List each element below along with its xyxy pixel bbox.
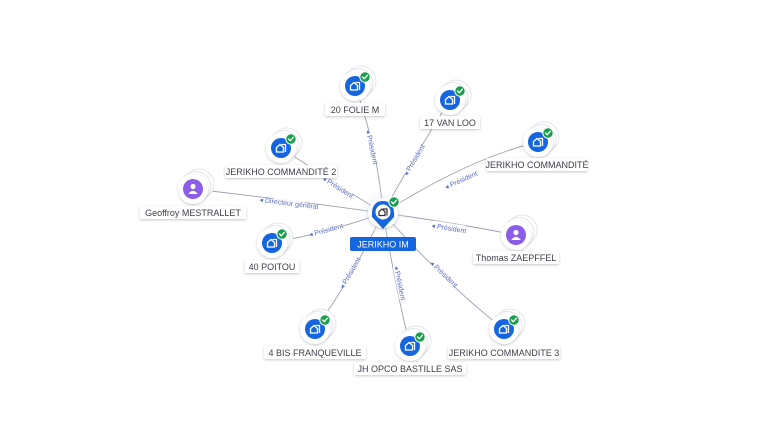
node-label: JERIKHO COMMANDITE 3: [449, 348, 560, 358]
edge-relation-label: ◂ Président: [403, 144, 427, 178]
edge-label-poitou: ◂ Président: [308, 220, 344, 239]
company-icon: [309, 324, 321, 334]
verified-check-icon: [542, 127, 554, 139]
edge-label-vanloo: ◂ Président: [401, 144, 427, 178]
node-label-box: [473, 251, 559, 264]
company-icon: [349, 81, 361, 91]
node-jcomm[interactable]: JERIKHO COMMANDITÉ: [485, 121, 589, 171]
node-label: 17 VAN LOO: [424, 118, 476, 128]
node-geoffroy[interactable]: Geoffroy MESTRALLET: [139, 168, 247, 219]
node-vanloo[interactable]: 17 VAN LOO: [420, 79, 480, 129]
center-node[interactable]: JERIKHO IM: [350, 189, 416, 251]
verified-check-icon: [319, 314, 331, 326]
company-icon: [498, 324, 510, 334]
center-label-box: [350, 237, 416, 251]
verified-check-icon: [508, 314, 520, 326]
verified-check-icon: [276, 228, 288, 240]
node-label-box: [244, 260, 300, 273]
node-label-box: [486, 158, 588, 171]
node-thomas[interactable]: Thomas ZAEPFFEL: [473, 214, 559, 264]
company-icon: [404, 341, 416, 351]
node-franqueville[interactable]: 4 BIS FRANQUEVILLE: [264, 308, 366, 359]
node-jcomm2[interactable]: JERIKHO COMMANDITÉ 2: [225, 127, 337, 178]
node-label: 20 FOLIE M: [331, 105, 380, 115]
node-label-box: [325, 103, 385, 116]
verified-check-icon: [359, 71, 371, 83]
company-icon: [266, 238, 278, 248]
node-label: Thomas ZAEPFFEL: [476, 253, 557, 263]
edge-relation-label: ◂ Président: [428, 260, 458, 289]
edge-label-folie: ◂ Président: [364, 129, 381, 165]
node-label: Geoffroy MESTRALLET: [145, 208, 241, 218]
company-icon: [532, 137, 544, 147]
node-label-box: [139, 206, 247, 219]
node-label: JERIKHO COMMANDITÉ: [485, 160, 588, 170]
verified-check-icon: [414, 331, 426, 343]
node-label: JERIKHO COMMANDITÉ 2: [226, 167, 337, 177]
edge-label-jcomm: ◂ Président: [444, 168, 479, 191]
node-bastille[interactable]: JH OPCO BASTILLE SAS: [354, 325, 466, 375]
edge-label-franqueville: ◂ Président: [337, 257, 363, 290]
node-label: 40 POITOU: [249, 262, 296, 272]
person-icon: [188, 183, 198, 194]
center-label: JERIKHO IM: [357, 240, 409, 250]
node-label-box: [264, 346, 366, 359]
verified-check-icon: [388, 196, 400, 208]
node-label: JH OPCO BASTILLE SAS: [357, 364, 462, 374]
node-label-box: [354, 362, 466, 375]
verified-check-icon: [285, 133, 297, 145]
company-icon: [378, 208, 388, 217]
edge-label-geoffroy: ◂ Directeur général: [259, 196, 319, 211]
edge-label-jcomm3: ◂ Président: [428, 259, 460, 289]
node-label-box: [420, 116, 480, 129]
node-poitou[interactable]: 40 POITOU: [244, 222, 300, 273]
company-icon: [444, 95, 456, 105]
node-jcomm3[interactable]: JERIKHO COMMANDITE 3: [448, 308, 560, 359]
verified-check-icon: [454, 85, 466, 97]
person-icon: [511, 229, 521, 240]
edge-label-bastille: ◂ Président: [392, 265, 409, 301]
edge-relation-label: ◂ Président: [321, 175, 354, 200]
nodes-layer: 20 FOLIE M 17 VAN LOO JERIKHO COMMANDITÉ 2…: [139, 65, 589, 375]
node-folie[interactable]: 20 FOLIE M: [325, 65, 385, 116]
node-label-box: [448, 346, 560, 359]
node-label: 4 BIS FRANQUEVILLE: [268, 348, 361, 358]
company-icon: [275, 143, 287, 153]
node-label-box: [225, 165, 337, 178]
